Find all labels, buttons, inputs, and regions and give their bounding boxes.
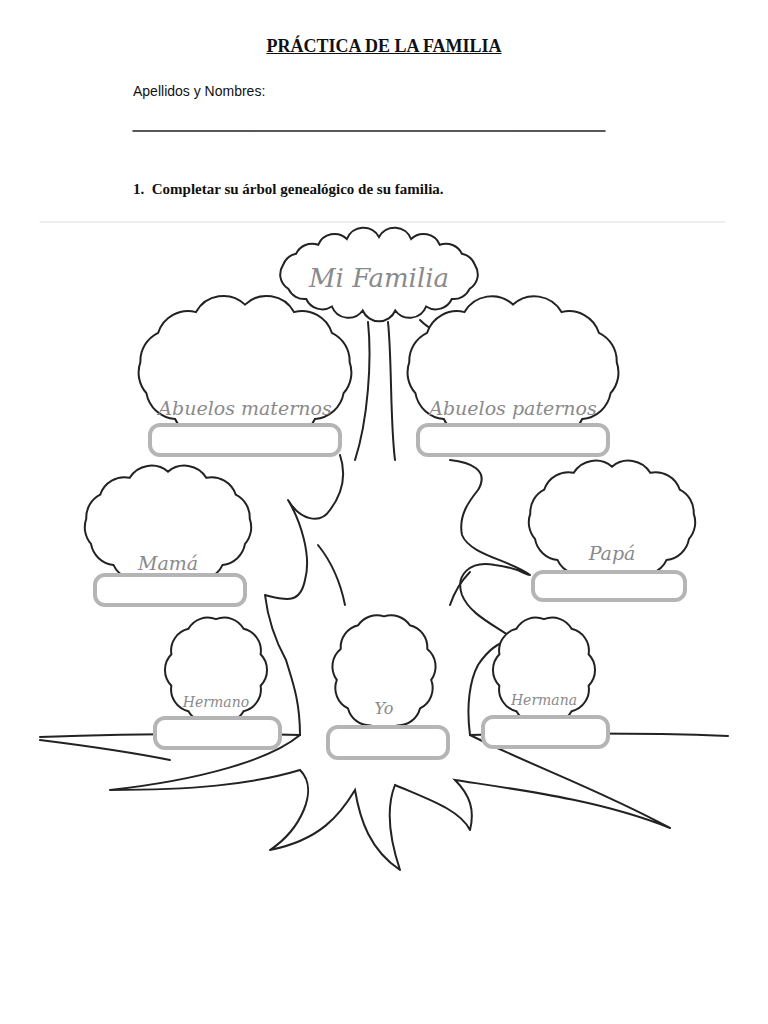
cloud-outline xyxy=(508,445,716,595)
cloud-label: Papá xyxy=(508,543,716,564)
instruction-text: 1. Completar su árbol genealógico de su … xyxy=(133,181,444,198)
cloud-label: Abuelos maternos xyxy=(113,398,377,419)
answer-box xyxy=(150,425,340,455)
worksheet-title: PRÁCTICA DE LA FAMILIA xyxy=(0,36,768,57)
cloud-label: Hermano xyxy=(150,695,282,710)
cloud-label: Abuelos paternos xyxy=(382,398,644,419)
family-cloud: Papá xyxy=(508,445,716,595)
cloud-label: Yo xyxy=(317,700,451,718)
family-cloud: Mamá xyxy=(64,450,272,600)
cloud-outline xyxy=(150,600,282,740)
cloud-label: Hermana xyxy=(478,693,610,708)
cloud-label: Mamá xyxy=(64,553,272,574)
cloud-outline xyxy=(478,600,610,740)
cloud-outline xyxy=(64,450,272,600)
family-cloud: Abuelos paternos xyxy=(382,278,644,462)
family-cloud: Yo xyxy=(317,597,451,747)
family-cloud: Hermana xyxy=(478,600,610,740)
cloud-label: Mi Familia xyxy=(265,264,493,293)
answer-box xyxy=(328,727,448,758)
answer-box xyxy=(95,575,245,605)
answer-box xyxy=(483,717,608,747)
name-field-label: Apellidos y Nombres: xyxy=(133,83,265,99)
answer-box xyxy=(155,718,280,748)
family-cloud: Hermano xyxy=(150,600,282,740)
answer-box xyxy=(418,425,608,455)
family-cloud: Abuelos maternos xyxy=(113,278,377,462)
cloud-outline xyxy=(382,278,644,462)
cloud-outline xyxy=(317,597,451,747)
answer-box xyxy=(533,572,685,600)
cloud-outline xyxy=(113,278,377,462)
